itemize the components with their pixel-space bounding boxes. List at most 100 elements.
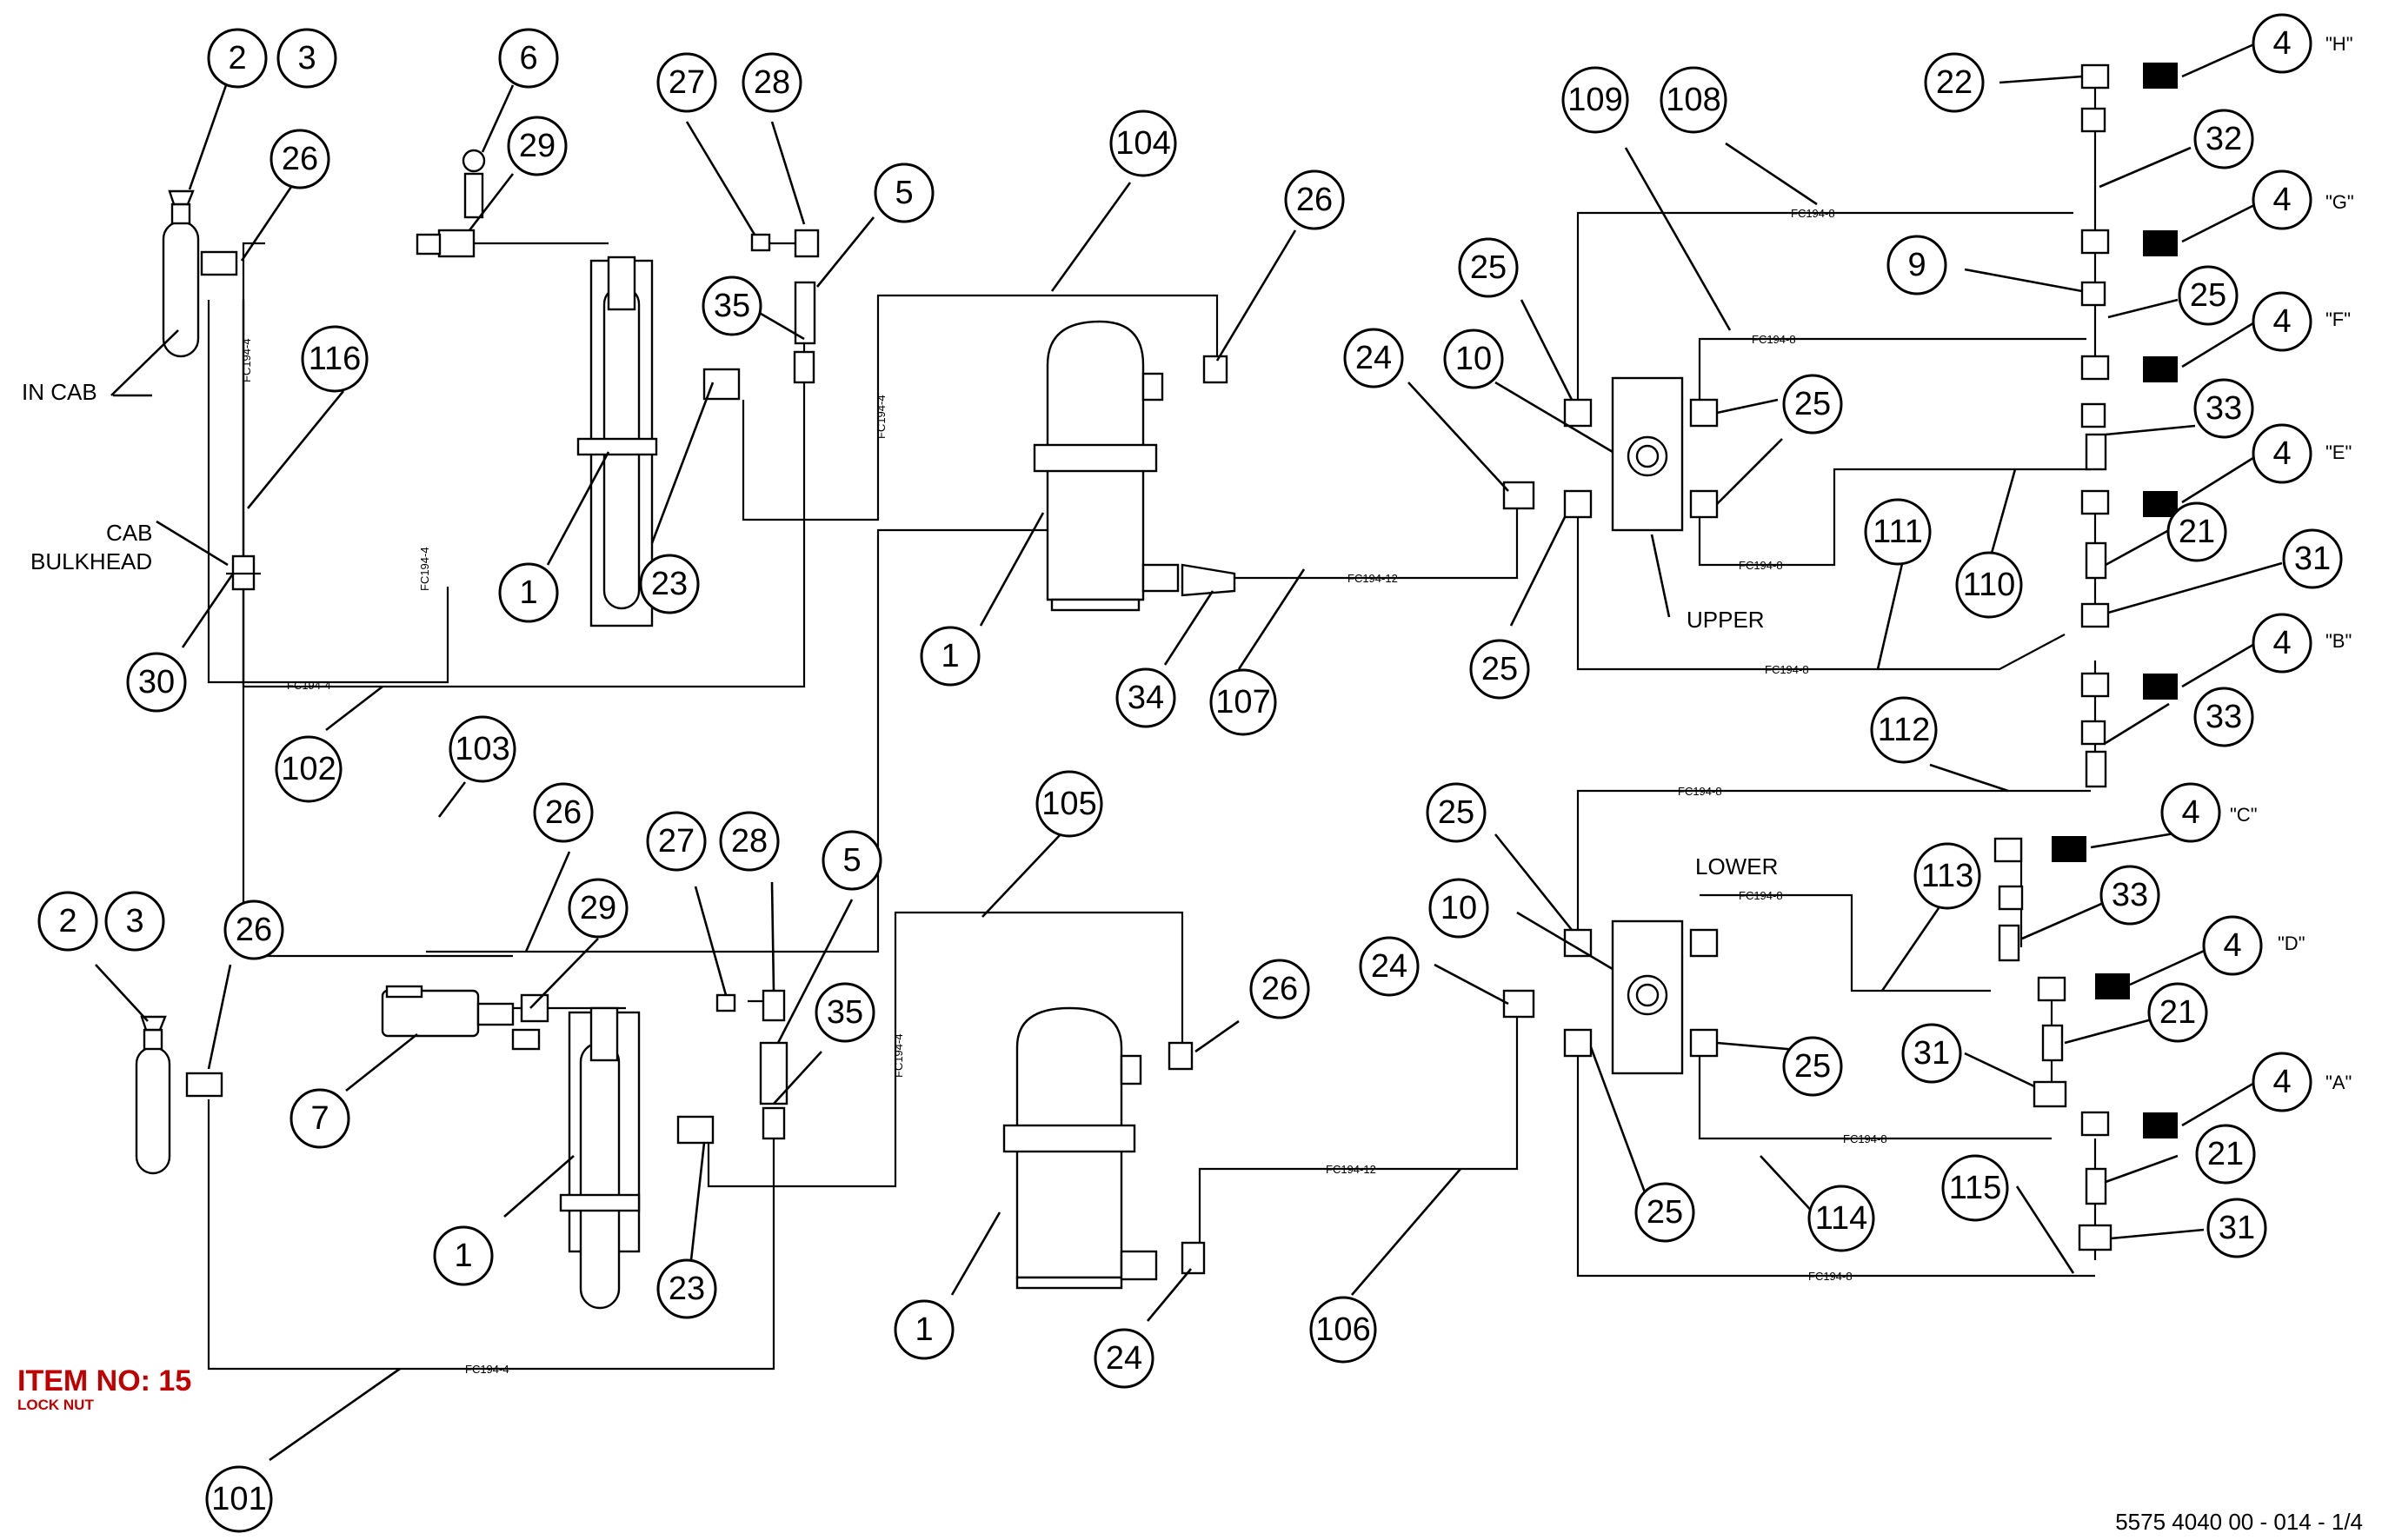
balloon-label: 24 bbox=[1371, 948, 1407, 985]
balloon-label: 28 bbox=[731, 823, 768, 860]
balloon-label: 105 bbox=[1041, 786, 1096, 822]
balloon-label: 22 bbox=[1936, 64, 1973, 101]
balloon-34: 34 bbox=[1115, 667, 1176, 728]
balloon-2: 2 bbox=[37, 891, 98, 952]
balloon-5: 5 bbox=[874, 163, 935, 223]
balloon-4: 4 bbox=[2252, 291, 2312, 352]
balloon-label: 25 bbox=[1470, 249, 1507, 286]
item-note-subtitle: LOCK NUT bbox=[17, 1397, 94, 1413]
agent-cylinder-icon bbox=[416, 149, 820, 627]
outlet-fittings bbox=[1993, 63, 2178, 1251]
balloon-label: 21 bbox=[2159, 994, 2196, 1031]
balloon-28: 28 bbox=[742, 52, 802, 113]
hose-lines bbox=[207, 83, 2097, 1371]
balloon-4: 4 bbox=[2252, 423, 2312, 484]
hose-label: FC194-8 bbox=[1791, 207, 1835, 220]
balloon-label: 1 bbox=[454, 1238, 472, 1274]
notes: IN CAB CAB BULKHEAD UPPER LOWER "H" "G" … bbox=[22, 33, 2354, 1093]
balloon-label: 102 bbox=[281, 751, 336, 787]
balloon-label: 6 bbox=[519, 40, 537, 76]
balloon-label: 24 bbox=[1106, 1340, 1142, 1377]
balloon-label: 4 bbox=[2272, 435, 2291, 472]
balloon-label: 111 bbox=[1873, 514, 1923, 550]
lower-note: LOWER bbox=[1695, 853, 1778, 880]
balloon-23: 23 bbox=[656, 1258, 717, 1319]
balloon-31: 31 bbox=[1901, 1023, 1962, 1084]
outlet-tag-b: "B" bbox=[2325, 630, 2352, 652]
balloon-4: 4 bbox=[2202, 915, 2263, 976]
balloon-108: 108 bbox=[1660, 66, 1727, 134]
balloon-103: 103 bbox=[449, 715, 516, 783]
balloon-label: 4 bbox=[2181, 794, 2199, 831]
balloon-113: 113 bbox=[1913, 842, 1981, 910]
manifold-upper-icon bbox=[1502, 376, 1719, 532]
balloon-label: 4 bbox=[2272, 25, 2291, 62]
balloon-33: 33 bbox=[2193, 378, 2254, 439]
balloon-label: 26 bbox=[1261, 971, 1298, 1007]
tank-icon bbox=[1002, 1006, 1206, 1290]
hose-label: FC194-12 bbox=[1326, 1163, 1376, 1176]
balloons: 2 3 26 116 30 102 6 29 1 23 27 28 35 5 1… bbox=[37, 13, 2343, 1533]
document-number: 5575 4040 00 - 014 - 1/4 bbox=[2115, 1509, 2363, 1535]
balloon-21: 21 bbox=[2166, 501, 2227, 562]
balloon-35: 35 bbox=[815, 982, 875, 1043]
balloon-label: 26 bbox=[1296, 182, 1333, 218]
hose-line bbox=[1576, 1043, 2095, 1278]
balloon-label: 26 bbox=[236, 912, 272, 948]
hose-line bbox=[707, 911, 1184, 1188]
balloon-5: 5 bbox=[822, 830, 882, 891]
balloon-110: 110 bbox=[1955, 551, 2023, 619]
balloon-label: 27 bbox=[658, 823, 695, 860]
balloon-22: 22 bbox=[1924, 52, 1985, 113]
outlet-tag-d: "D" bbox=[2278, 933, 2305, 954]
balloon-25: 25 bbox=[1782, 374, 1843, 435]
hose-label: FC194-8 bbox=[1739, 889, 1783, 902]
balloon-label: 25 bbox=[1481, 651, 1518, 687]
hose-label: FC194-8 bbox=[1739, 559, 1783, 572]
in-cab-note: IN CAB bbox=[22, 379, 97, 405]
balloon-label: 5 bbox=[842, 842, 861, 879]
outlet-tag-h: "H" bbox=[2325, 33, 2353, 55]
balloon-21: 21 bbox=[2195, 1124, 2256, 1185]
balloon-label: 21 bbox=[2207, 1136, 2244, 1172]
balloon-label: 104 bbox=[1115, 125, 1170, 162]
hose-label: FC194-8 bbox=[1678, 785, 1722, 798]
balloon-1: 1 bbox=[894, 1299, 955, 1360]
balloon-label: 2 bbox=[228, 40, 246, 76]
balloon-6: 6 bbox=[498, 28, 559, 89]
balloon-label: 34 bbox=[1128, 680, 1164, 716]
hose-line bbox=[1576, 789, 2091, 930]
balloon-10: 10 bbox=[1428, 878, 1489, 939]
balloon-label: 4 bbox=[2272, 303, 2291, 340]
hose-label: FC194-8 bbox=[1752, 333, 1796, 346]
balloon-label: 25 bbox=[2190, 277, 2226, 314]
balloon-label: 35 bbox=[714, 288, 750, 324]
hose-line bbox=[1700, 893, 1991, 992]
balloon-label: 31 bbox=[2294, 541, 2331, 577]
outlet-tag-a: "A" bbox=[2325, 1072, 2352, 1093]
balloon-4: 4 bbox=[2252, 169, 2312, 230]
balloon-114: 114 bbox=[1807, 1185, 1875, 1252]
balloon-label: 10 bbox=[1441, 890, 1477, 926]
balloon-label: 2 bbox=[58, 903, 77, 939]
balloon-label: 10 bbox=[1455, 341, 1492, 377]
balloon-25: 25 bbox=[1634, 1182, 1695, 1243]
balloon-label: 28 bbox=[754, 64, 790, 101]
balloon-label: 23 bbox=[651, 566, 688, 602]
hose-line bbox=[242, 300, 513, 958]
balloon-label: 4 bbox=[2272, 1064, 2291, 1100]
balloon-24: 24 bbox=[1343, 328, 1404, 388]
balloon-label: 7 bbox=[310, 1100, 329, 1137]
bulkhead-fitting-icon bbox=[226, 554, 261, 591]
balloon-33: 33 bbox=[2193, 687, 2254, 747]
balloon-label: 5 bbox=[895, 175, 913, 211]
balloon-115: 115 bbox=[1941, 1154, 2009, 1222]
upper-note: UPPER bbox=[1687, 607, 1765, 633]
solenoid-valve-icon bbox=[381, 985, 515, 1038]
balloon-label: 1 bbox=[519, 574, 537, 611]
balloon-label: 31 bbox=[2219, 1210, 2255, 1246]
hose-label: FC194-12 bbox=[1347, 572, 1398, 585]
balloon-label: 4 bbox=[2272, 182, 2291, 218]
balloon-112: 112 bbox=[1870, 696, 1938, 764]
balloon-101: 101 bbox=[205, 1465, 273, 1533]
